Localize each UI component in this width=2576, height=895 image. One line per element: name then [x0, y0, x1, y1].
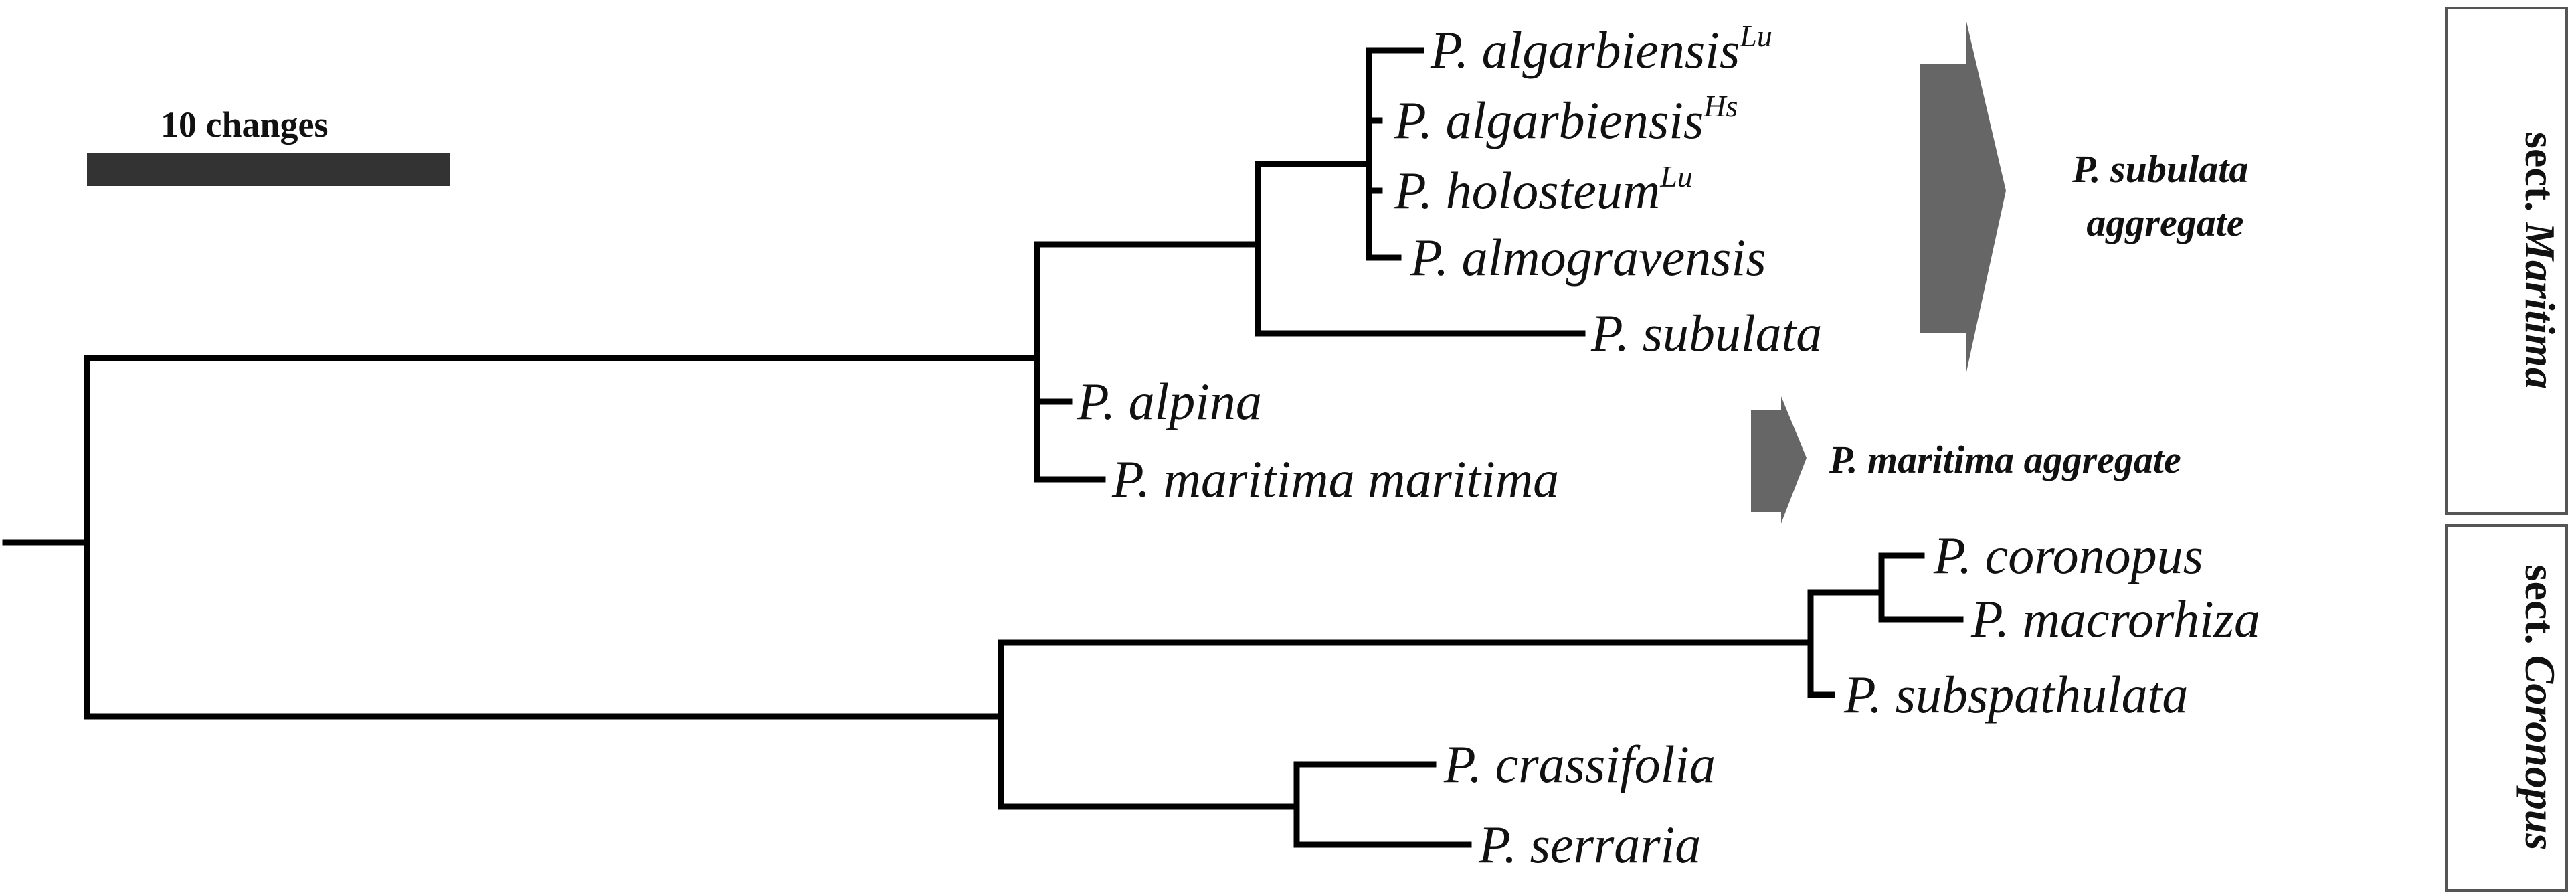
taxon-label-subspathulata: P. subspathulata — [1843, 665, 2188, 724]
taxon-label-serraria: P. serraria — [1478, 815, 1701, 874]
maritima-aggregate-label: P. maritima aggregate — [1829, 438, 2181, 481]
scale-bar-label: 10 changes — [161, 104, 329, 145]
section-box-maritima — [2445, 7, 2568, 515]
taxon-label-holosteum-lu: P. holosteumLu — [1394, 159, 1693, 220]
taxon-label-almogravensis: P. almogravensis — [1410, 228, 1766, 287]
taxon-label-subulata: P. subulata — [1590, 304, 1822, 362]
taxon-label-algarbiensis-lu: P. algarbiensisLu — [1430, 19, 1772, 79]
section-label-coronopus: sect. Coronopus — [2516, 565, 2564, 851]
taxon-label-macrorhiza: P. macrorhiza — [1970, 590, 2260, 648]
taxon-label-maritima-maritima: P. maritima maritima — [1111, 450, 1559, 508]
taxon-label-algarbiensis-hs: P. algarbiensisHs — [1394, 89, 1738, 149]
section-label-maritima: sect. Maritima — [2516, 132, 2564, 389]
subulata-aggregate-arrow — [1920, 19, 2006, 375]
taxon-label-coronopus: P. coronopus — [1933, 526, 2203, 584]
taxon-label-crassifolia: P. crassifolia — [1443, 735, 1716, 793]
section-box-coronopus — [2445, 524, 2568, 892]
scale-bar — [87, 153, 450, 186]
subulata-aggregate-label: P. subulata aggregate — [2072, 147, 2258, 244]
maritima-aggregate-arrow — [1751, 396, 1807, 523]
tree-branches — [2, 47, 1964, 848]
taxon-label-alpina: P. alpina — [1077, 372, 1262, 430]
